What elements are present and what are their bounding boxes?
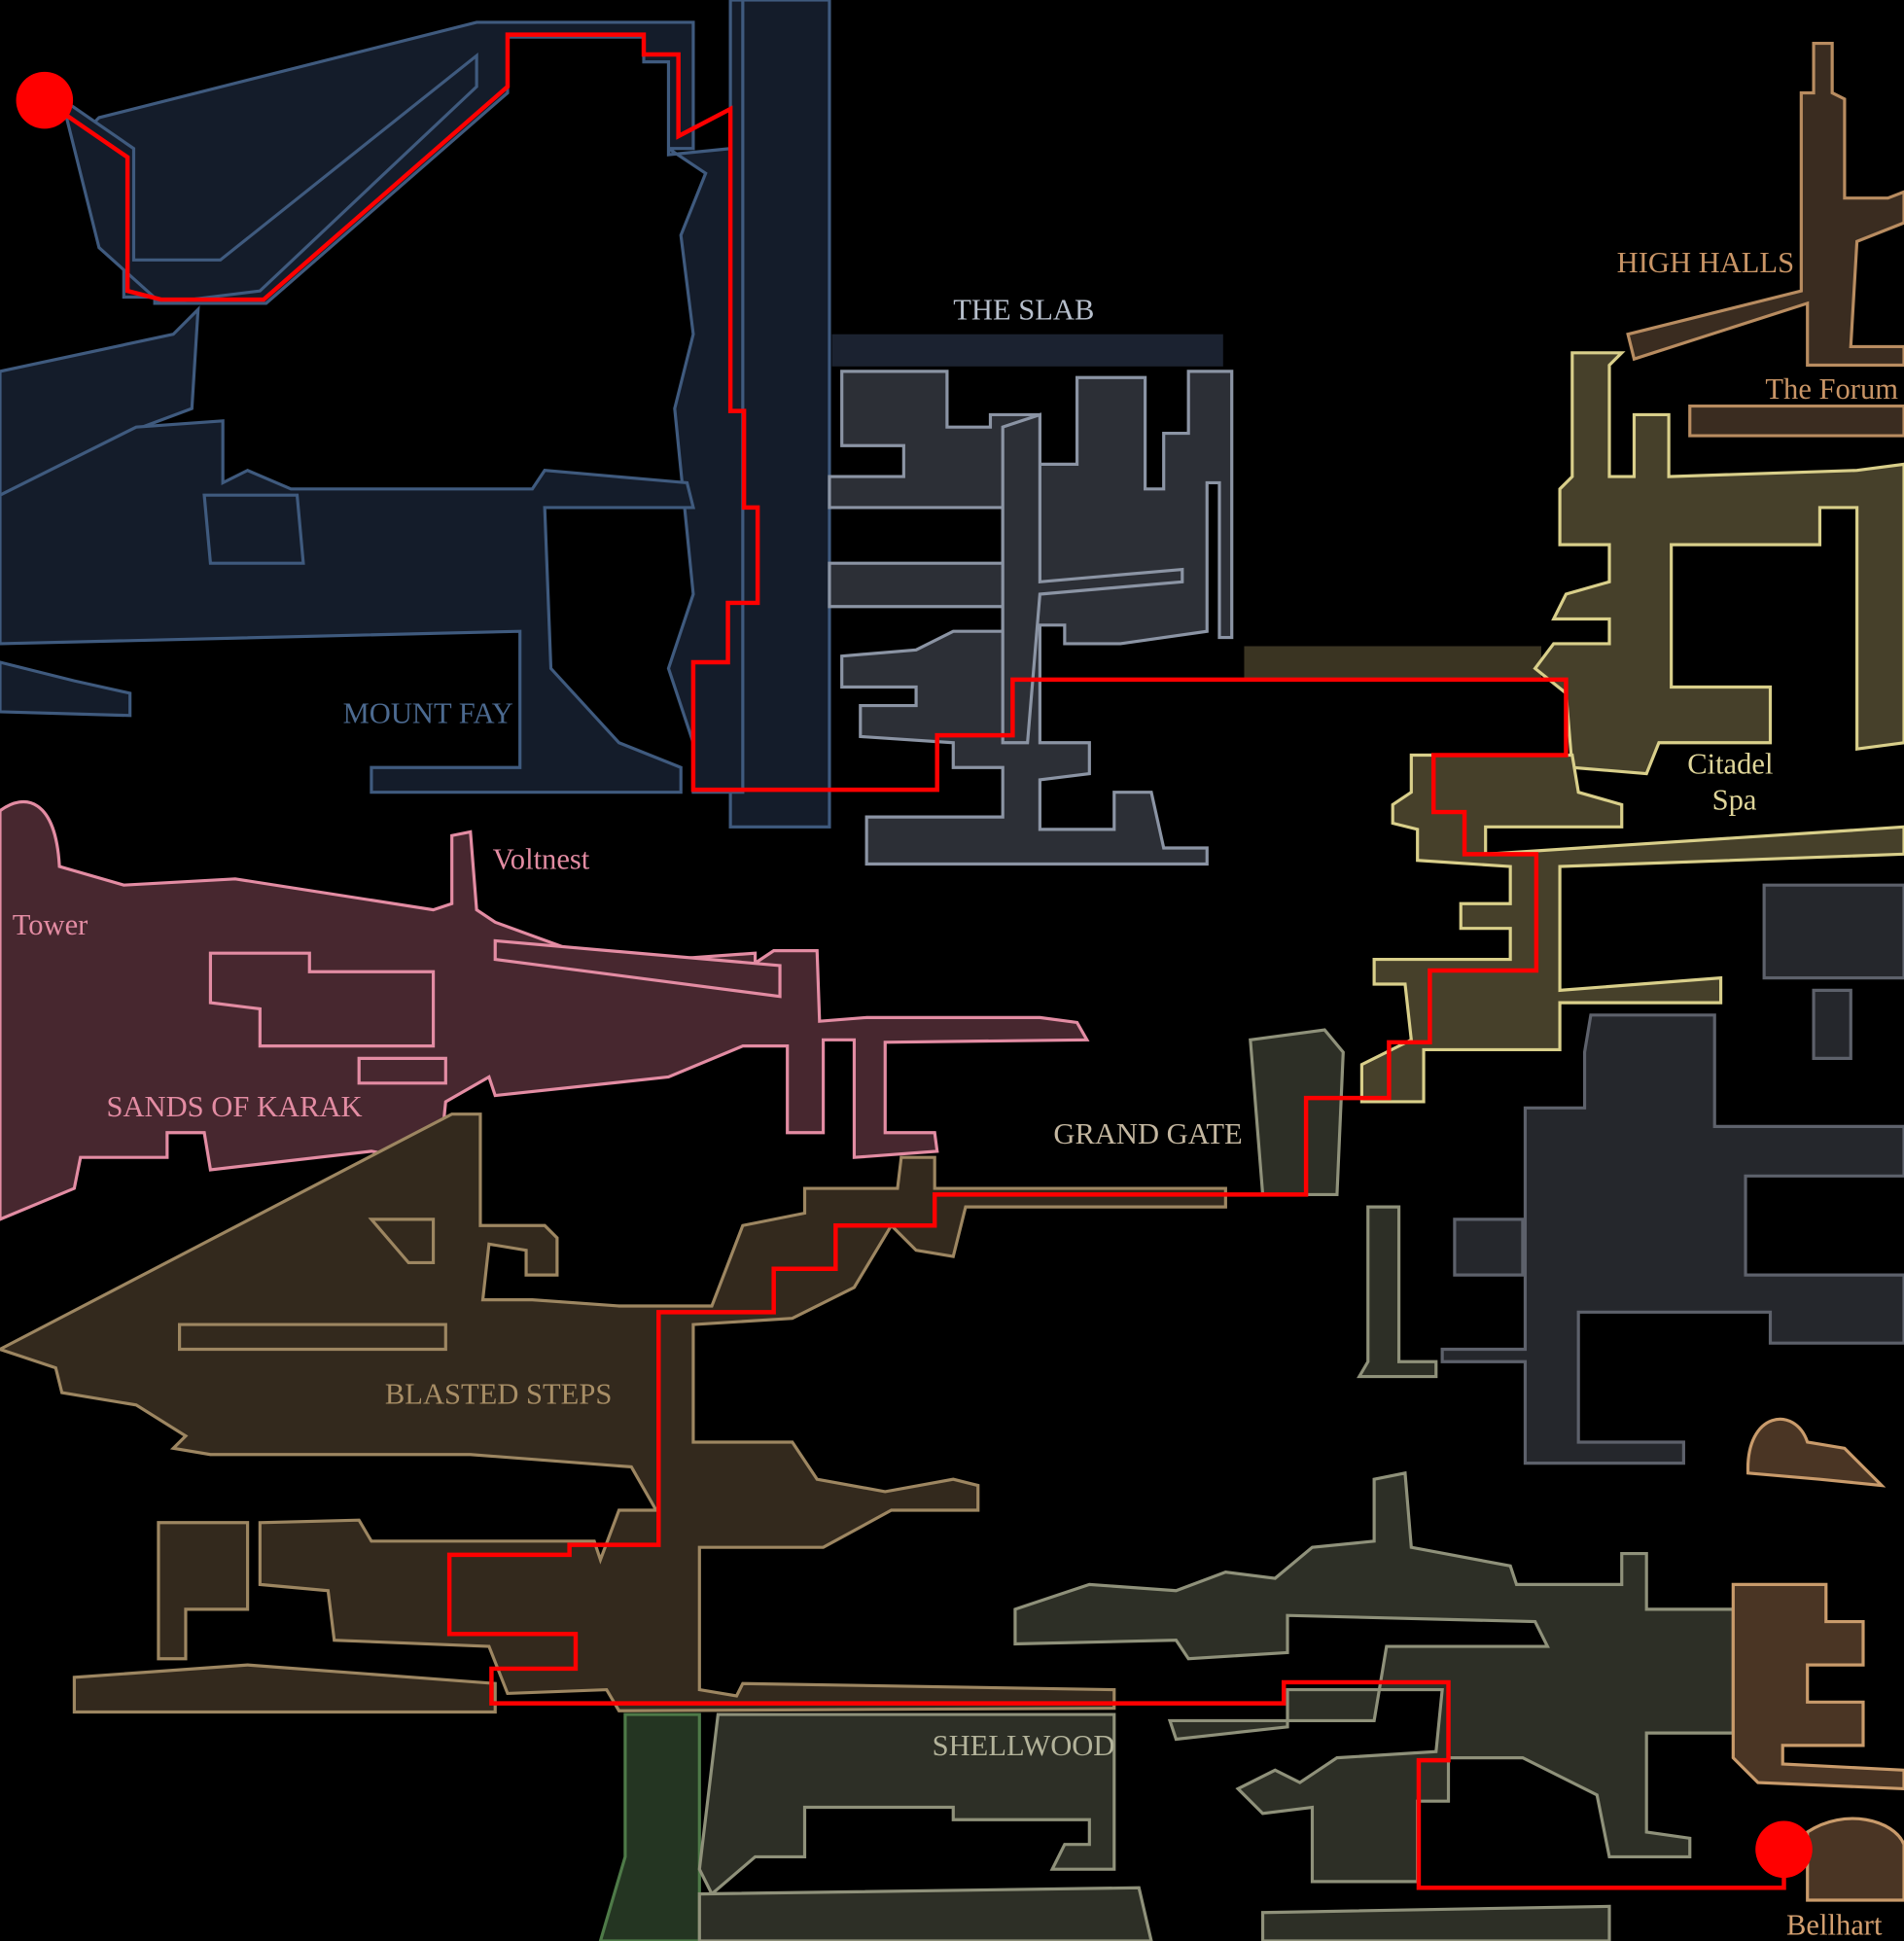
region-high-halls [1626, 41, 1904, 438]
label-the-forum: The Forum [1765, 372, 1898, 406]
region-shellwood [697, 1470, 1735, 1941]
label-the-slab: THE SLAB [953, 293, 1094, 326]
label-grand-gate: GRAND GATE [1053, 1117, 1242, 1150]
region-grand-gate [1249, 1028, 1438, 1379]
label-shellwood: SHELLWOOD [933, 1729, 1115, 1762]
end-point-marker[interactable] [1755, 1820, 1813, 1879]
region-mount-fay [0, 0, 831, 829]
label-tower: Tower [13, 908, 88, 941]
region-moss [598, 1712, 701, 1941]
region-sands-of-karak [0, 800, 1090, 1221]
start-point-marker[interactable] [16, 71, 74, 129]
label-bellhart: Bellhart [1786, 1909, 1883, 1941]
region-grey-right [1440, 883, 1904, 1465]
route-path [43, 32, 1786, 1890]
label-high-halls: HIGH HALLS [1617, 246, 1794, 279]
label-citadel-spa-1: Citadel [1687, 748, 1773, 781]
label-citadel-spa-2: Spa [1712, 784, 1757, 817]
label-voltnest: Voltnest [493, 843, 590, 876]
region-citadel [1244, 351, 1904, 1104]
region-the-slab [828, 334, 1234, 866]
label-blasted-steps: BLASTED STEPS [385, 1378, 612, 1411]
label-sands-of-karak: SANDS OF KARAK [106, 1090, 362, 1123]
label-mount-fay: MOUNT FAY [343, 696, 513, 729]
region-bellhart [1731, 1417, 1904, 1902]
region-blasted-steps [0, 1112, 1227, 1714]
